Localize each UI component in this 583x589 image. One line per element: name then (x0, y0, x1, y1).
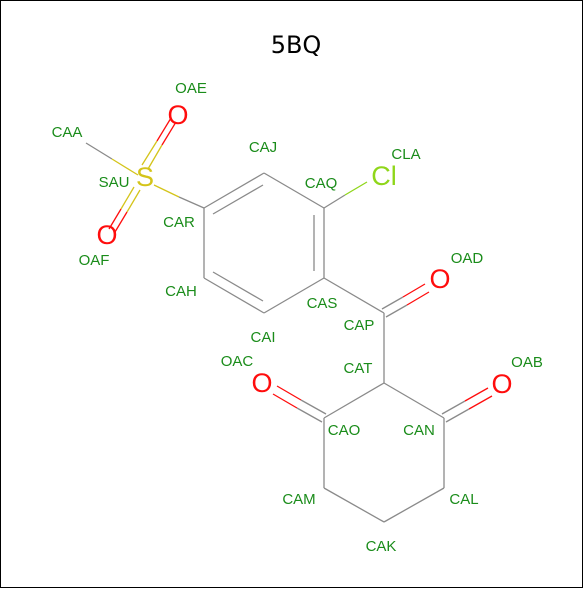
atom-label-cla: CLA (391, 146, 420, 163)
bond-can-oab-2b (468, 395, 493, 410)
bond-s-oae-2b (161, 121, 177, 146)
atom-label-cap: CAP (344, 317, 375, 334)
bond-cao-oac-2 (296, 407, 323, 423)
bond-cao-oac-1b (276, 385, 302, 401)
bond-cap-oad-2 (385, 304, 408, 318)
bond-caq-cl (323, 194, 346, 209)
atom-label-oab: OAB (511, 354, 543, 371)
bond-cao-oac-2b (272, 393, 298, 409)
bond-caj-caq (263, 172, 325, 209)
bond-cap-oad-2b (406, 291, 430, 306)
oxygen-symbol-oab: O (491, 369, 512, 399)
chlorine-symbol: Cl (371, 161, 397, 191)
oxygen-symbol-oad: O (429, 264, 450, 294)
bond-cai-cah (203, 277, 265, 314)
atom-label-cah: CAH (165, 283, 197, 300)
atom-label-oae: OAE (175, 80, 207, 97)
bond-cap-oad-1 (381, 296, 404, 310)
bond-s-oaf-1 (120, 186, 135, 210)
atom-label-caq: CAQ (305, 175, 338, 192)
bond-car-caj (203, 172, 265, 209)
oxygen-symbol-oac: O (251, 368, 272, 398)
bond-car-caj-inner (212, 184, 264, 215)
atom-label-cak: CAK (366, 538, 397, 555)
atom-label-cas: CAS (307, 295, 338, 312)
atom-labels: CAA SAU OAE OAF CAR CAJ CAQ CLA CAH CAS … (52, 80, 543, 555)
bond-cas-cai (263, 277, 325, 314)
bond-cas-cap (323, 277, 385, 314)
bond-cak-cal (383, 487, 445, 523)
atom-label-oaf: OAF (79, 252, 110, 269)
bond-cat-can (383, 382, 445, 419)
atom-label-caj: CAJ (249, 139, 277, 156)
bond-cap-oad-1b (402, 283, 426, 298)
atom-label-cao: CAO (328, 422, 361, 439)
bond-s-oaf-2b (114, 211, 128, 233)
bond-s-car (153, 184, 180, 198)
bond-cai-cah-inner (212, 271, 264, 302)
atom-label-cal: CAL (449, 491, 478, 508)
bond-s-oae-1 (141, 140, 158, 166)
atom-label-caa: CAA (52, 124, 83, 141)
sulfur-symbol: S (136, 162, 154, 192)
atom-label-cam: CAM (282, 491, 315, 508)
bond-can-oab-2 (445, 408, 470, 423)
atom-label-can: CAN (403, 422, 435, 439)
oxygen-symbol-oae: O (167, 100, 188, 130)
bonds (85, 117, 493, 523)
bond-can-oab-1b (464, 387, 489, 402)
atom-label-car: CAR (163, 214, 195, 231)
bond-s-oaf-2 (126, 189, 141, 213)
bond-s-oae-2 (147, 144, 163, 170)
diagram-title: 5BQ (271, 31, 322, 59)
atom-label-cai: CAI (250, 329, 275, 346)
bond-s-oae-1b (156, 117, 172, 142)
bond-cao-oac-1 (300, 399, 327, 415)
bond-can-oab-1 (441, 400, 466, 415)
bond-caa-s-part (111, 158, 139, 176)
bond-cat-cao (323, 382, 385, 419)
atom-label-oad: OAD (451, 250, 484, 267)
heteroatoms: S O O Cl O O O (96, 100, 512, 399)
bond-cam-cak (323, 487, 385, 523)
atom-label-cat: CAT (344, 360, 373, 377)
atom-label-sau: SAU (99, 174, 130, 191)
bond-s-oaf-1b (108, 208, 122, 230)
atom-label-oac: OAC (221, 353, 254, 370)
bond-caa-s (85, 142, 113, 160)
bond-caq-cl-part (344, 181, 368, 196)
oxygen-symbol-oaf: O (96, 220, 117, 250)
bond-s-car-part (178, 196, 205, 209)
